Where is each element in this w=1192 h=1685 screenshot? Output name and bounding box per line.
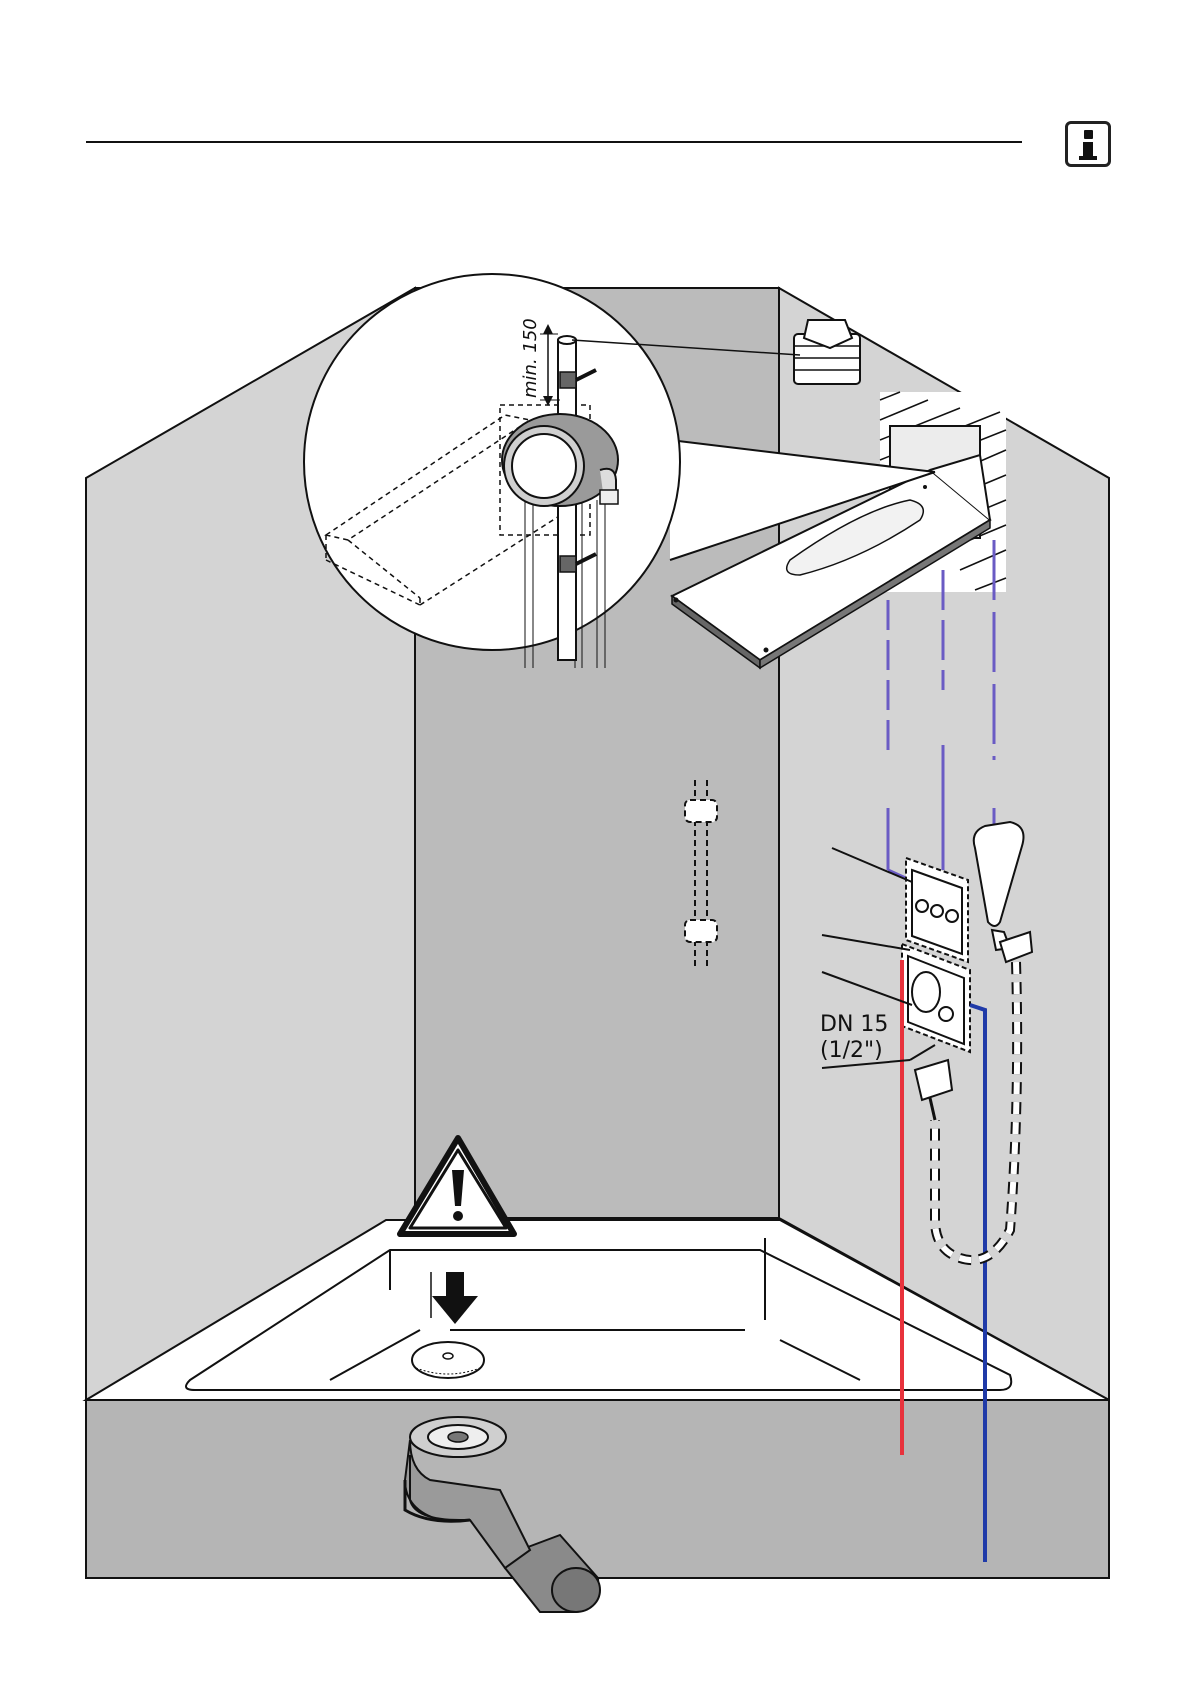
pipe-size-label: DN 15 <box>820 1012 888 1037</box>
plug-icon <box>412 1342 484 1378</box>
pipe-size-inch-label: (1/2") <box>820 1038 883 1063</box>
floor-band <box>86 1400 1109 1578</box>
dimension-label: min. 150 <box>520 318 541 398</box>
